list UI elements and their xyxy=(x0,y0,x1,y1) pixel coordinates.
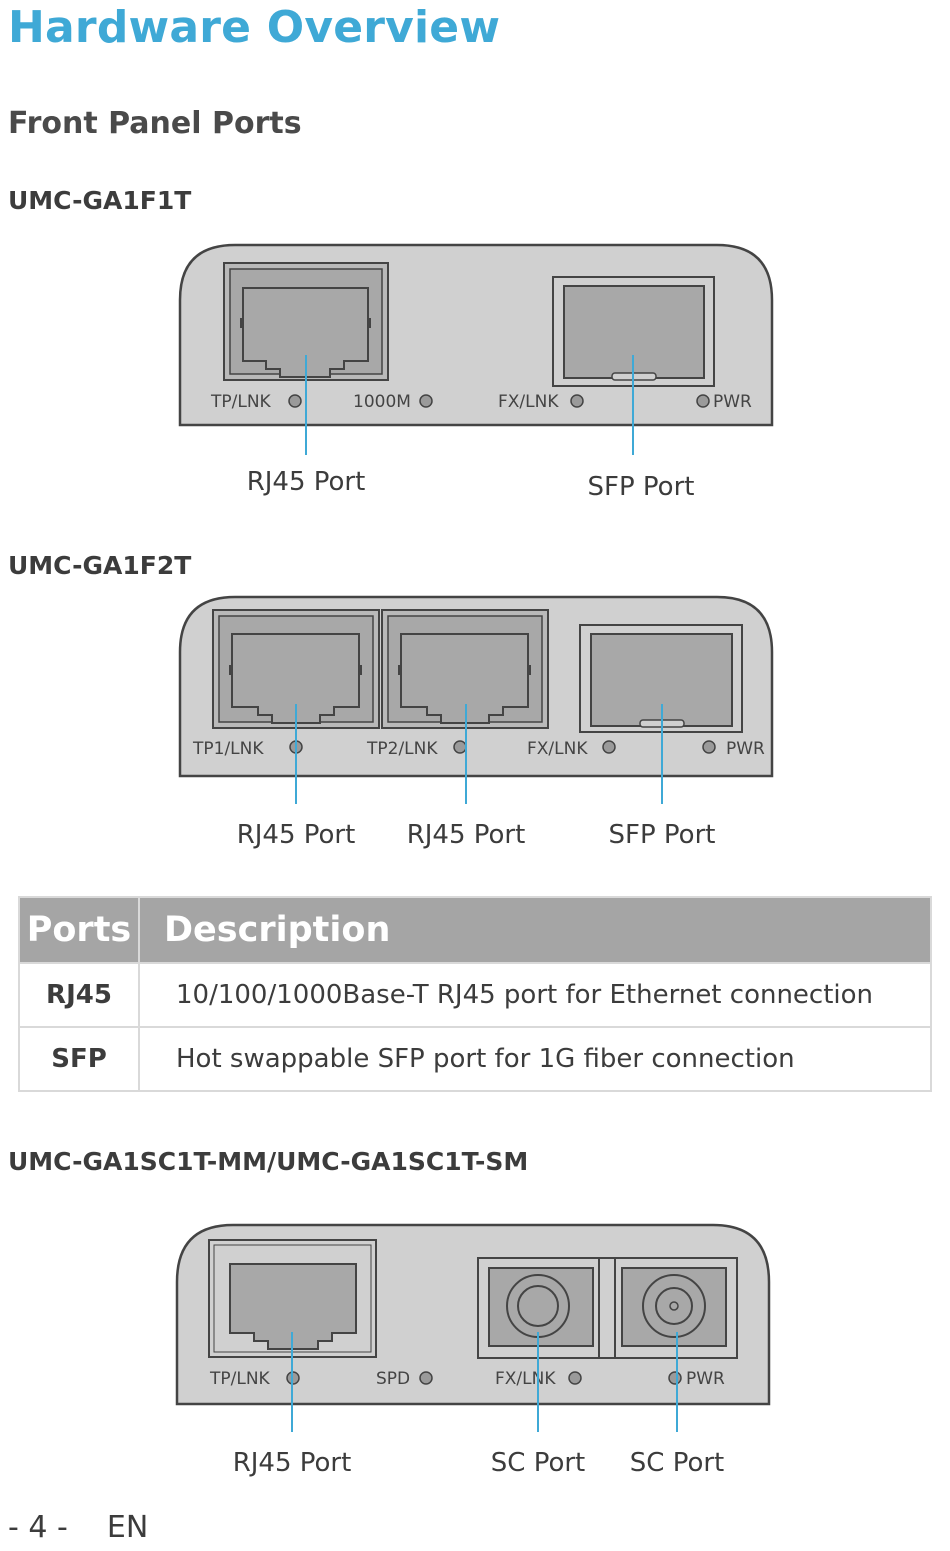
led-label: TP/LNK xyxy=(209,1369,271,1389)
column-header: Description xyxy=(138,896,932,964)
led-label: PWR xyxy=(726,739,765,759)
callout-sc: SC Port xyxy=(630,1448,724,1478)
led-label: TP1/LNK xyxy=(192,739,264,759)
rj45-port-icon xyxy=(212,609,380,729)
led-label: PWR xyxy=(713,392,752,412)
led-indicator-icon xyxy=(453,740,467,754)
led-indicator-icon xyxy=(696,394,710,408)
callout-rj45: RJ45 Port xyxy=(237,820,356,850)
led-label: FX/LNK xyxy=(495,1369,556,1389)
led-indicator-icon xyxy=(702,740,716,754)
table-cell: Hot swappable SFP port for 1G fiber conn… xyxy=(138,1026,932,1092)
page-footer: - 4 - EN xyxy=(8,1510,148,1545)
model-label-ga1sc1t: UMC-GA1SC1T-MM/UMC-GA1SC1T-SM xyxy=(8,1147,529,1176)
led-label: 1000M xyxy=(353,392,411,412)
led-indicator-icon xyxy=(668,1371,682,1385)
led-label: FX/LNK xyxy=(498,392,559,412)
page-number: - 4 - xyxy=(8,1510,68,1545)
led-indicator-icon xyxy=(570,394,584,408)
led-indicator-icon xyxy=(419,1371,433,1385)
callout-sfp: SFP Port xyxy=(609,820,716,850)
table-cell: SFP xyxy=(18,1026,140,1092)
led-label: PWR xyxy=(686,1369,725,1389)
table-cell: RJ45 xyxy=(18,962,140,1028)
device-diagram-ga1f2t: TP1/LNK TP2/LNK FX/LNK PWR RJ45 Port RJ4… xyxy=(178,595,774,850)
ports-table: Ports Description RJ45 10/100/1000Base-T… xyxy=(18,896,932,1092)
table-row: SFP Hot swappable SFP port for 1G fiber … xyxy=(18,1026,932,1092)
sc-port-icon xyxy=(477,1257,738,1359)
model-label-ga1f2t: UMC-GA1F2T xyxy=(8,551,192,580)
callout-sfp: SFP Port xyxy=(588,472,695,502)
device-diagram-ga1sc1t: TP/LNK SPD FX/LNK PWR RJ45 Port SC Port … xyxy=(175,1223,771,1478)
language-label: EN xyxy=(106,1510,149,1545)
callout-rj45: RJ45 Port xyxy=(407,820,526,850)
table-row: RJ45 10/100/1000Base-T RJ45 port for Eth… xyxy=(18,962,932,1028)
model-label-ga1f1t: UMC-GA1F1T xyxy=(8,186,192,215)
led-indicator-icon xyxy=(419,394,433,408)
table-cell: 10/100/1000Base-T RJ45 port for Ethernet… xyxy=(138,962,932,1028)
callout-rj45: RJ45 Port xyxy=(247,467,366,497)
callout-rj45: RJ45 Port xyxy=(233,1448,352,1478)
table-header-row: Ports Description xyxy=(18,896,932,964)
column-header: Ports xyxy=(18,896,140,964)
section-title: Front Panel Ports xyxy=(8,106,302,141)
device-diagram-ga1f1t: TP/LNK 1000M FX/LNK PWR RJ45 Port SFP Po… xyxy=(178,243,774,502)
led-label: SPD xyxy=(376,1369,410,1389)
callout-sc: SC Port xyxy=(491,1448,585,1478)
led-indicator-icon xyxy=(568,1371,582,1385)
page-title: Hardware Overview xyxy=(8,2,501,53)
led-label: TP2/LNK xyxy=(366,739,438,759)
led-indicator-icon xyxy=(602,740,616,754)
led-label: TP/LNK xyxy=(210,392,272,412)
led-label: FX/LNK xyxy=(527,739,588,759)
led-indicator-icon xyxy=(288,394,302,408)
